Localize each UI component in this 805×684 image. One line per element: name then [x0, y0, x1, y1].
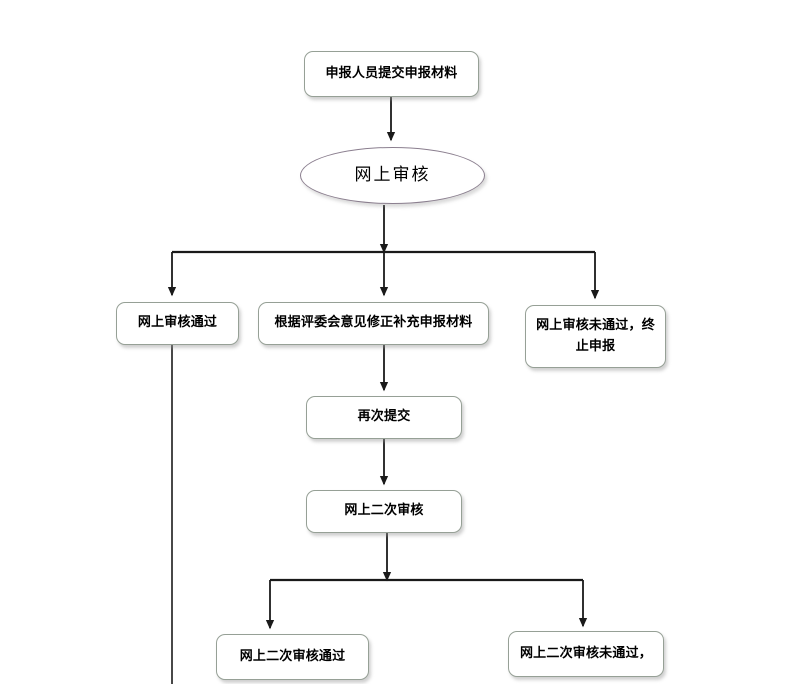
node-label: 网上二次审核 — [344, 503, 424, 519]
node-label: 网上审核未通过，终 止申报 — [536, 318, 655, 354]
node-second-review-failed[interactable]: 网上二次审核未通过， — [508, 631, 664, 677]
node-label: 再次提交 — [357, 409, 411, 425]
node-online-review-failed-terminate[interactable]: 网上审核未通过，终 止申报 — [525, 305, 666, 368]
connector-second-review-split — [265, 533, 588, 630]
node-label: 网上审核通过 — [137, 315, 218, 331]
node-submit-materials[interactable]: 申报人员提交申报材料 — [304, 51, 479, 97]
node-label: 网上二次审核通过 — [239, 648, 346, 664]
node-second-review-passed[interactable]: 网上二次审核通过 — [216, 634, 369, 680]
node-second-online-review[interactable]: 网上二次审核 — [306, 490, 462, 533]
connector-review-split — [167, 205, 600, 300]
node-label: 根据评委会意见修正补充申报材料 — [274, 315, 473, 331]
node-label: 申报人员提交申报材料 — [325, 65, 458, 81]
node-resubmit[interactable]: 再次提交 — [306, 396, 462, 439]
node-label: 网上审核 — [354, 165, 431, 186]
node-label: 网上二次审核未通过， — [519, 645, 652, 661]
node-revise-supplement-materials[interactable]: 根据评委会意见修正补充申报材料 — [258, 302, 489, 345]
node-online-review[interactable]: 网上审核 — [300, 147, 485, 204]
node-online-review-passed[interactable]: 网上审核通过 — [116, 302, 239, 345]
